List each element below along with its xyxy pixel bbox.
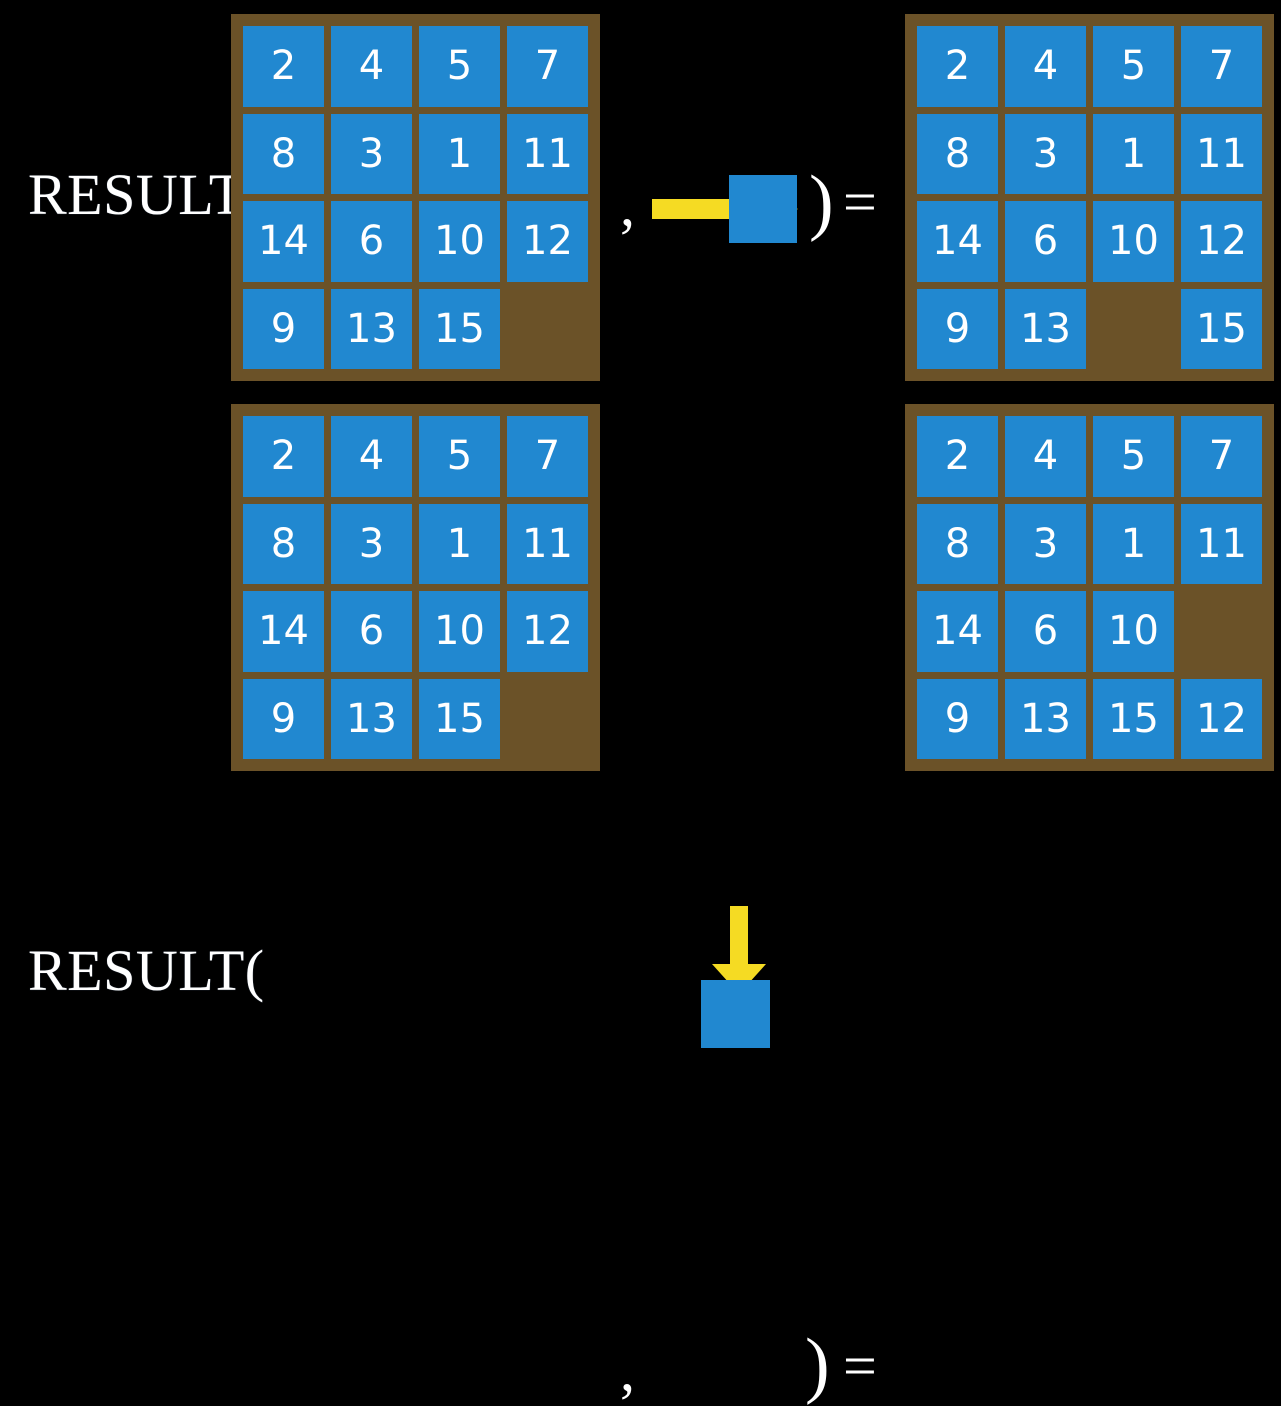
result-word-0: RESULT( <box>28 162 265 227</box>
tile[interactable]: 10 <box>419 201 500 282</box>
tile[interactable]: 12 <box>507 591 588 672</box>
action-blank-square <box>701 980 770 1048</box>
tile[interactable]: 10 <box>1093 591 1174 672</box>
tile[interactable]: 2 <box>917 26 998 107</box>
input-board-0: 2 4 5 7 8 3 1 11 14 6 10 12 9 13 15 <box>231 14 600 381</box>
tile[interactable]: 3 <box>1005 503 1086 584</box>
tile[interactable]: 12 <box>1181 678 1262 759</box>
tile[interactable]: 9 <box>243 288 324 369</box>
tile[interactable]: 10 <box>1093 201 1174 282</box>
tile[interactable]: 2 <box>243 416 324 497</box>
tile[interactable]: 14 <box>243 201 324 282</box>
tile[interactable]: 5 <box>1093 26 1174 107</box>
tile[interactable]: 4 <box>331 416 412 497</box>
tile[interactable]: 8 <box>917 113 998 194</box>
tile[interactable]: 9 <box>917 678 998 759</box>
equation-row-0: RESULT( 2 4 5 7 8 3 1 11 14 6 10 12 9 13… <box>0 0 1281 390</box>
blank-tile <box>1093 289 1174 370</box>
tile[interactable]: 6 <box>331 591 412 672</box>
tile[interactable]: 6 <box>331 201 412 282</box>
tile[interactable]: 13 <box>1005 288 1086 369</box>
tile[interactable]: 5 <box>1093 416 1174 497</box>
tile[interactable]: 15 <box>419 678 500 759</box>
blank-tile <box>507 289 588 370</box>
closing-paren: ) <box>805 1324 830 1406</box>
input-board-1: 2 4 5 7 8 3 1 11 14 6 10 12 9 13 15 <box>231 404 600 771</box>
tile[interactable]: 4 <box>1005 416 1086 497</box>
tile[interactable]: 7 <box>1181 26 1262 107</box>
tile[interactable]: 9 <box>243 678 324 759</box>
result-word-1: RESULT( <box>28 938 265 1003</box>
tile[interactable]: 8 <box>243 503 324 584</box>
tile[interactable]: 14 <box>917 201 998 282</box>
equation-row-1: RESULT( 2 4 5 7 8 3 1 11 14 6 10 12 9 13… <box>0 390 1281 1402</box>
tile[interactable]: 7 <box>507 26 588 107</box>
tile[interactable]: 13 <box>331 678 412 759</box>
tile[interactable]: 4 <box>1005 26 1086 107</box>
equals-sign: = <box>843 169 877 235</box>
tile[interactable]: 12 <box>507 201 588 282</box>
tile[interactable]: 7 <box>1181 416 1262 497</box>
tile[interactable]: 1 <box>419 113 500 194</box>
tile[interactable]: 14 <box>917 591 998 672</box>
tile[interactable]: 12 <box>1181 201 1262 282</box>
tile[interactable]: 11 <box>1181 503 1262 584</box>
result-function-label-1: RESULT( <box>28 942 265 1000</box>
output-board-0: 2 4 5 7 8 3 1 11 14 6 10 12 9 13 15 <box>905 14 1274 381</box>
tile[interactable]: 14 <box>243 591 324 672</box>
tile[interactable]: 15 <box>1181 288 1262 369</box>
tile[interactable]: 3 <box>1005 113 1086 194</box>
result-function-label-0: RESULT( <box>28 166 265 224</box>
tile[interactable]: 11 <box>507 503 588 584</box>
tile[interactable]: 5 <box>419 416 500 497</box>
tile[interactable]: 3 <box>331 113 412 194</box>
tile[interactable]: 11 <box>507 113 588 194</box>
operator-area-1: , ) = <box>600 780 905 1402</box>
tile[interactable]: 8 <box>917 503 998 584</box>
tile[interactable]: 2 <box>243 26 324 107</box>
tile[interactable]: 13 <box>331 288 412 369</box>
tile[interactable]: 7 <box>507 416 588 497</box>
comma-separator: , <box>620 172 635 238</box>
blank-tile <box>507 679 588 760</box>
tile[interactable]: 5 <box>419 26 500 107</box>
tile[interactable]: 1 <box>419 503 500 584</box>
action-blank-square <box>729 175 797 243</box>
tile[interactable]: 2 <box>917 416 998 497</box>
comma-separator: , <box>620 1337 635 1403</box>
operator-area-0: , ) = <box>600 0 905 390</box>
tile[interactable]: 4 <box>331 26 412 107</box>
tile[interactable]: 9 <box>917 288 998 369</box>
blank-tile <box>1181 591 1262 672</box>
tile[interactable]: 15 <box>419 288 500 369</box>
output-board-1: 2 4 5 7 8 3 1 11 14 6 10 9 13 15 12 <box>905 404 1274 771</box>
tile[interactable]: 13 <box>1005 678 1086 759</box>
tile[interactable]: 3 <box>331 503 412 584</box>
tile[interactable]: 8 <box>243 113 324 194</box>
tile[interactable]: 6 <box>1005 201 1086 282</box>
closing-paren: ) <box>809 161 834 243</box>
tile[interactable]: 6 <box>1005 591 1086 672</box>
tile[interactable]: 15 <box>1093 678 1174 759</box>
equals-sign: = <box>843 1333 877 1399</box>
tile[interactable]: 1 <box>1093 503 1174 584</box>
tile[interactable]: 11 <box>1181 113 1262 194</box>
tile[interactable]: 10 <box>419 591 500 672</box>
tile[interactable]: 1 <box>1093 113 1174 194</box>
